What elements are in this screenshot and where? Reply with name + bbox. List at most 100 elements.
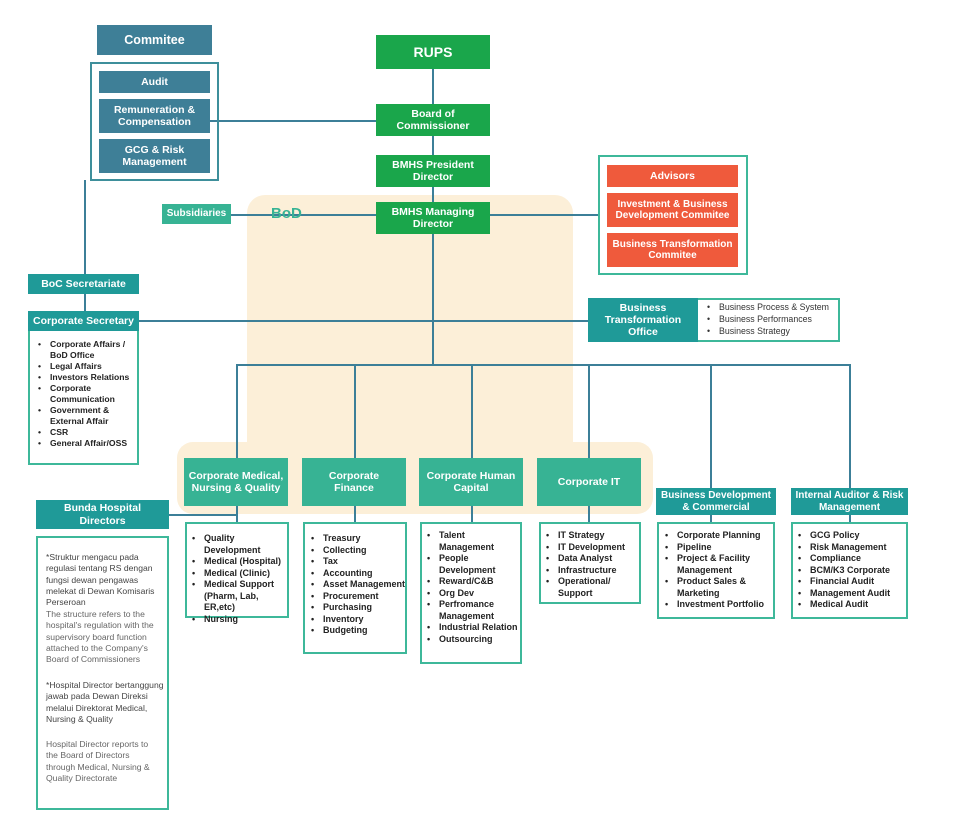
directorate-business-development-title: Business Development & Commercial (656, 488, 776, 515)
committee-title: Commitee (97, 25, 212, 55)
list-item: Org Dev (425, 588, 521, 600)
directorate-internal-auditor-list: GCG Policy Risk Management Compliance BC… (796, 530, 906, 611)
managing-director-box: BMHS Managing Director (376, 202, 490, 234)
advisors-box: Advisors (607, 165, 738, 187)
list-item: Nursing (190, 614, 288, 626)
connector (138, 320, 590, 322)
corporate-secretary-title: Corporate Secretary (28, 311, 139, 331)
list-item: Outsourcing (425, 634, 521, 646)
list-item: Accounting (309, 568, 406, 580)
list-item: Corporate Communication (36, 383, 138, 405)
list-item: Talent Management (425, 530, 521, 553)
connector (432, 186, 434, 202)
bod-label: BoD (271, 205, 302, 222)
list-item: Purchasing (309, 602, 406, 614)
bunda-hospital-frame (36, 536, 169, 810)
list-item: IT Development (544, 542, 640, 554)
bunda-note-1-en: The structure refers to the hospital's r… (46, 609, 154, 665)
committee-frame (90, 62, 219, 181)
bod-area (247, 195, 573, 465)
list-item: Inventory (309, 614, 406, 626)
list-item: Collecting (309, 545, 406, 557)
connector (236, 364, 238, 458)
rups-box: RUPS (376, 35, 490, 69)
board-of-commissioner-box: Board of Commissioner (376, 104, 490, 136)
list-item: General Affair/OSS (36, 438, 138, 449)
connector (588, 506, 590, 522)
connector (168, 514, 238, 516)
list-item: Tax (309, 556, 406, 568)
list-item: Reward/C&B (425, 576, 521, 588)
investment-committee-box: Investment & Business Development Commit… (607, 193, 738, 227)
directorate-medical-list: Quality Development Medical (Hospital) M… (190, 533, 288, 625)
list-item: Medical Support (Pharm, Lab, ER,etc) (190, 579, 288, 614)
bunda-note-1-id: *Struktur mengacu pada regulasi tentang … (46, 552, 155, 608)
bto-list: Business Process & System Business Perfo… (705, 302, 837, 338)
directorate-finance-list: Treasury Collecting Tax Accounting Asset… (309, 533, 406, 637)
list-item: Perfromance Management (425, 599, 521, 622)
directorate-it-title: Corporate IT (537, 458, 641, 506)
connector (236, 506, 238, 516)
list-item: GCG Policy (796, 530, 906, 542)
directorate-it-list: IT Strategy IT Development Data Analyst … (544, 530, 640, 599)
directorate-internal-auditor-title: Internal Auditor & Risk Management (791, 488, 908, 515)
president-director-box: BMHS President Director (376, 155, 490, 187)
list-item: Procurement (309, 591, 406, 603)
connector (84, 180, 86, 275)
connector (471, 364, 473, 458)
list-item: Quality Development (190, 533, 288, 556)
committee-gcg-risk: GCG & Risk Management (99, 139, 210, 173)
list-item: Pipeline (663, 542, 773, 554)
list-item: Data Analyst (544, 553, 640, 565)
list-item: Treasury (309, 533, 406, 545)
connector (354, 506, 356, 522)
directorate-human-capital-title: Corporate Human Capital (419, 458, 523, 506)
list-item: People Development (425, 553, 521, 576)
list-item: Infrastructure (544, 565, 640, 577)
list-item: Management Audit (796, 588, 906, 600)
boc-secretariate-box: BoC Secretariate (28, 274, 139, 294)
list-item: Business Process & System (705, 302, 837, 314)
directorate-finance-title: Corporate Finance (302, 458, 406, 506)
connector (849, 514, 851, 522)
list-item: Corporate Planning (663, 530, 773, 542)
list-item: Government & External Affair (36, 405, 138, 427)
list-item: IT Strategy (544, 530, 640, 542)
directorate-business-development-list: Corporate Planning Pipeline Project & Fa… (663, 530, 773, 611)
bunda-hospital-title: Bunda Hospital Directors (36, 500, 169, 529)
list-item: Financial Audit (796, 576, 906, 588)
connector (230, 214, 376, 216)
connector (354, 364, 356, 458)
corporate-secretary-list: Corporate Affairs / BoD Office Legal Aff… (36, 339, 138, 449)
connector (236, 364, 850, 366)
list-item: Industrial Relation (425, 622, 521, 634)
list-item: Medical (Hospital) (190, 556, 288, 568)
directorate-human-capital-list: Talent Management People Development Rew… (425, 530, 521, 645)
bto-title: Business Transformation Office (588, 298, 698, 342)
connector (432, 233, 434, 365)
list-item: Medical Audit (796, 599, 906, 611)
list-item: BCM/K3 Corporate (796, 565, 906, 577)
bunda-note-2-en: Hospital Director reports to the Board o… (46, 739, 150, 784)
transformation-committee-box: Business Transformation Commitee (607, 233, 738, 267)
connector (210, 120, 376, 122)
committee-remuneration: Remuneration & Compensation (99, 99, 210, 133)
list-item: Project & Facility Management (663, 553, 773, 576)
list-item: Operational/ Support (544, 576, 640, 599)
list-item: CSR (36, 427, 138, 438)
list-item: Risk Management (796, 542, 906, 554)
connector (710, 514, 712, 522)
committee-audit: Audit (99, 71, 210, 93)
list-item: Medical (Clinic) (190, 568, 288, 580)
connector (849, 364, 851, 488)
directorate-medical-title: Corporate Medical, Nursing & Quality (184, 458, 288, 506)
list-item: Investors Relations (36, 372, 138, 383)
list-item: Legal Affairs (36, 361, 138, 372)
connector (471, 506, 473, 522)
subsidiaries-box: Subsidiaries (162, 204, 231, 224)
connector (588, 364, 590, 458)
list-item: Product Sales & Marketing (663, 576, 773, 599)
connector (710, 364, 712, 488)
connector (432, 135, 434, 155)
list-item: Business Strategy (705, 326, 837, 338)
